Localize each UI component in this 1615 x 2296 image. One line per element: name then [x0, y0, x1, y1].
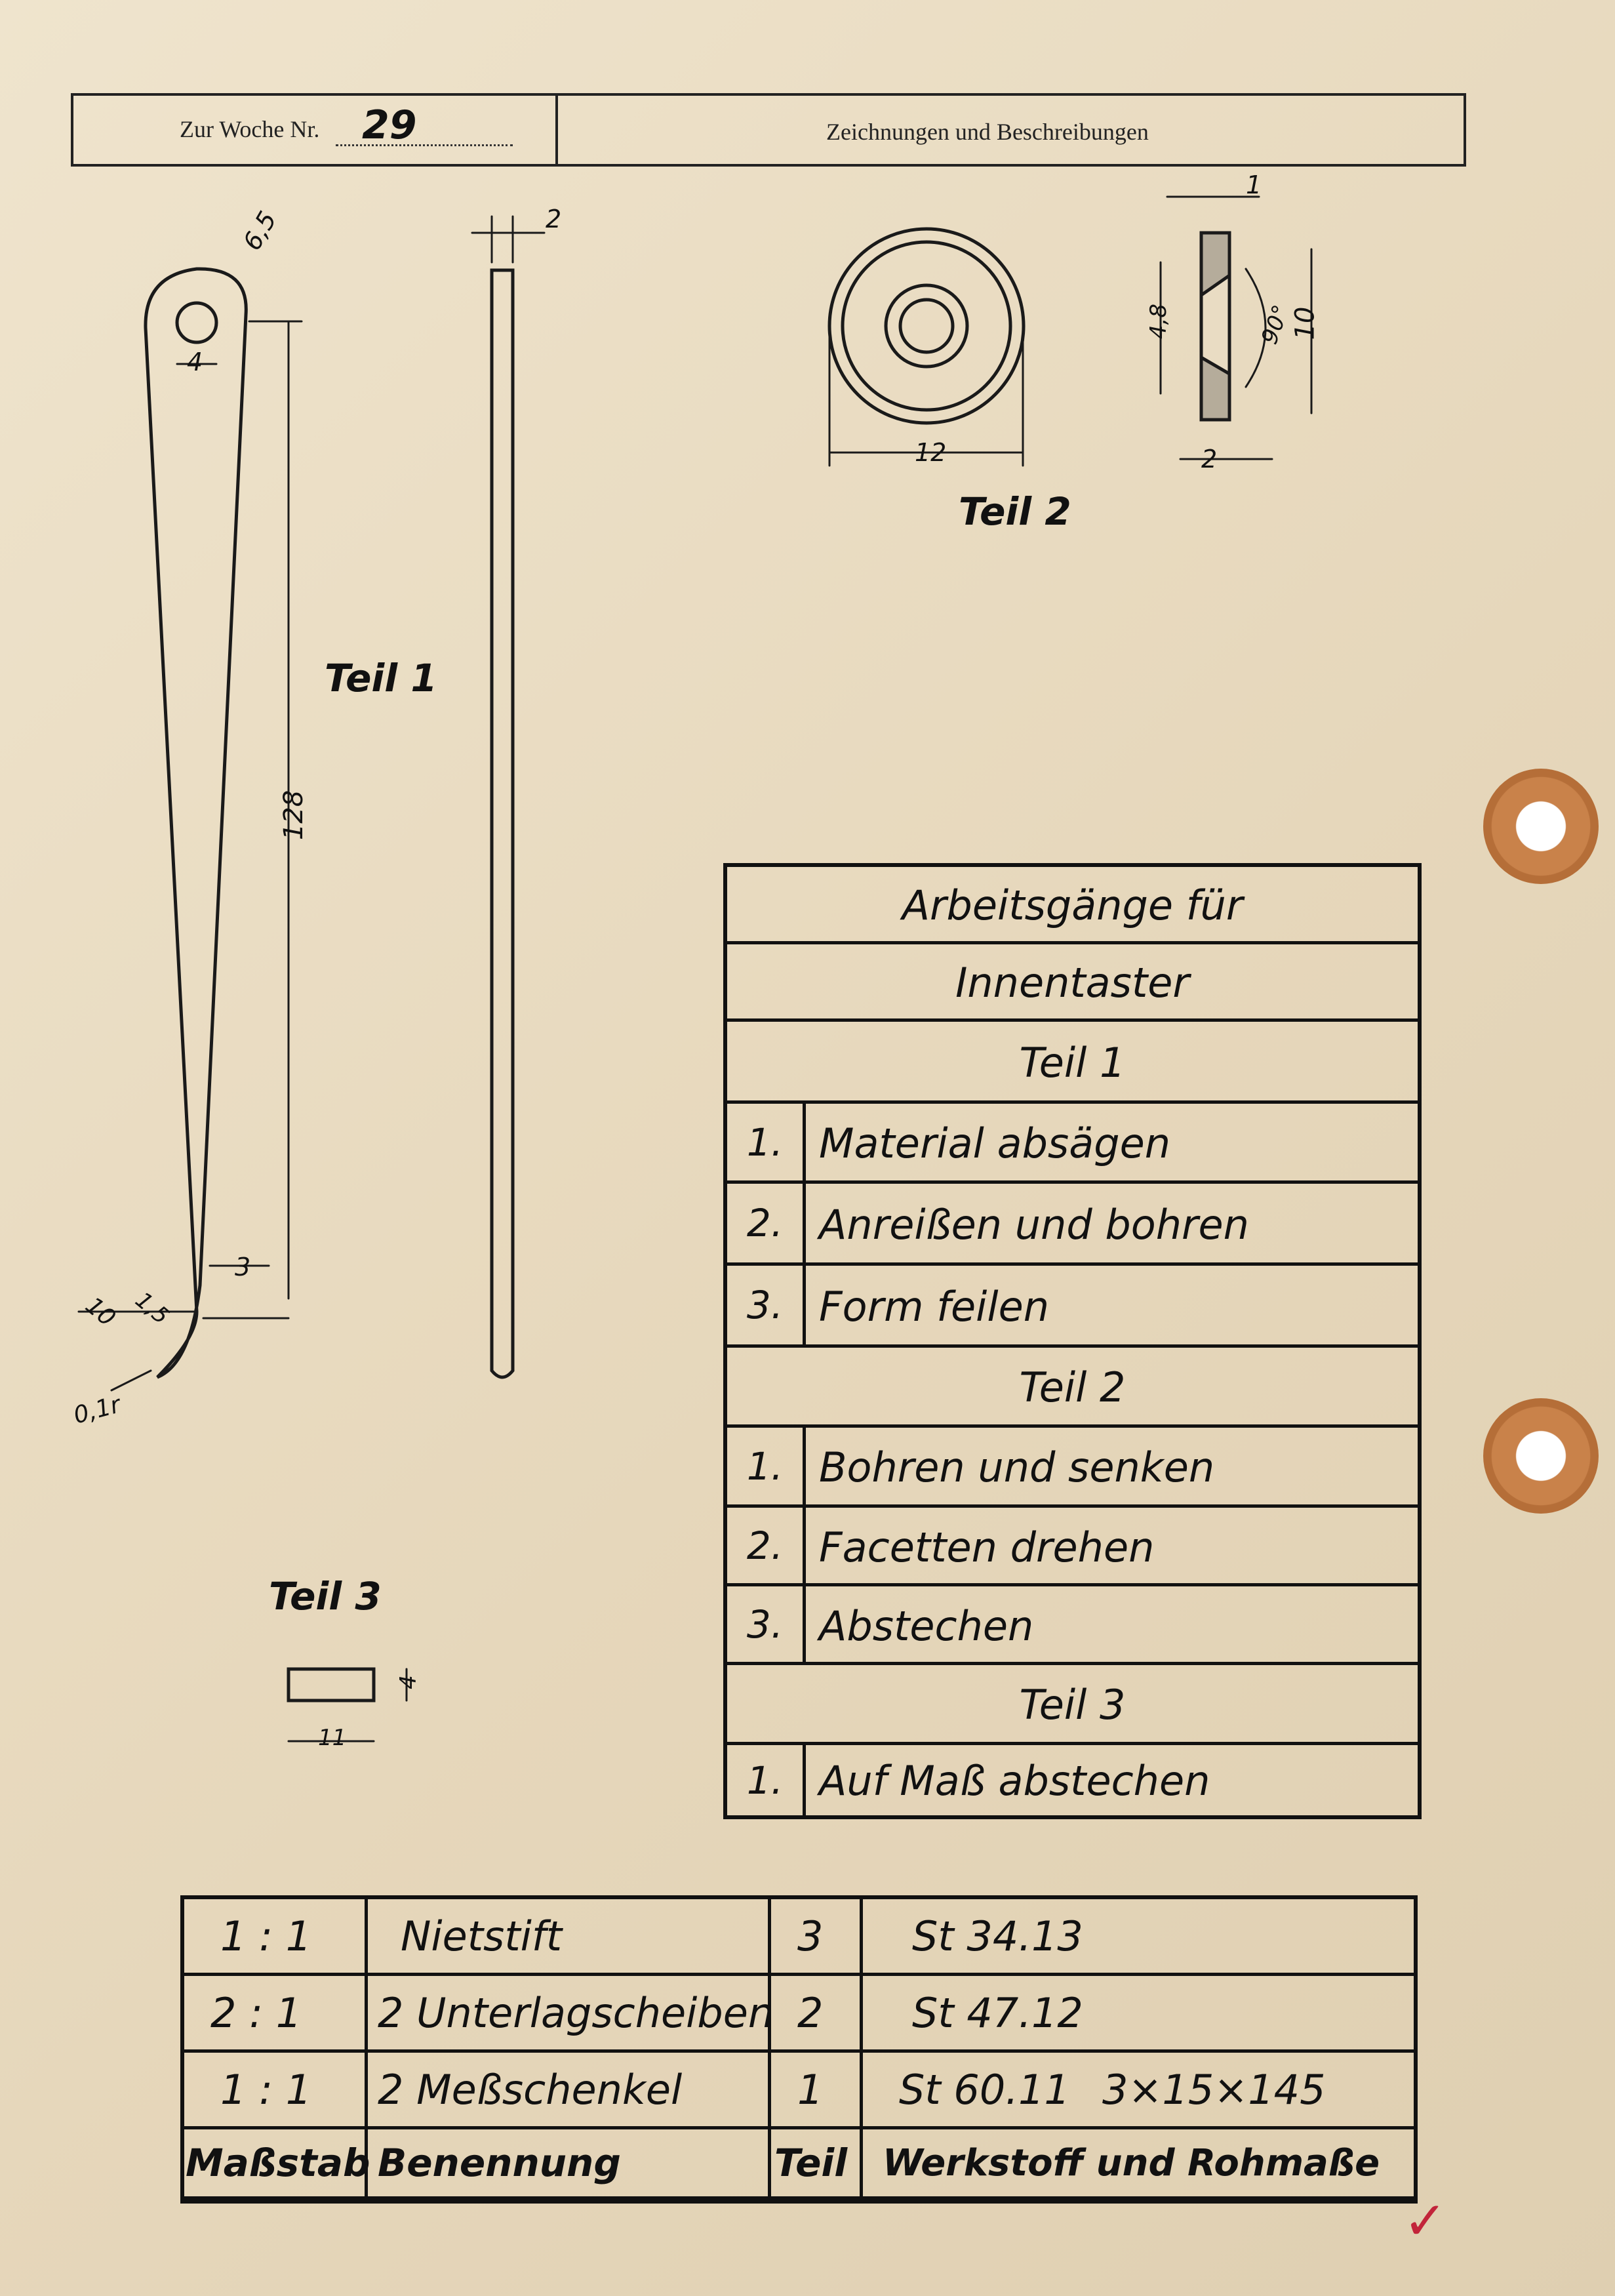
ops-step-text: Facetten drehen: [819, 1523, 1155, 1571]
dim-text-1: 1: [1246, 171, 1262, 199]
binder-grommet: [1483, 769, 1599, 884]
parts-scale: 1 : 1: [220, 1912, 312, 1960]
dim-text-2b: 2: [1201, 445, 1218, 473]
ops-title-row: Arbeitsgänge für: [727, 867, 1418, 944]
ops-step-text: Bohren und senken: [819, 1443, 1215, 1491]
parts-dims: 3×15×145: [1102, 2065, 1326, 2114]
parts-header-name: Benennung: [378, 2141, 621, 2185]
week-number: 29: [362, 102, 417, 148]
parts-teil: 3: [797, 1912, 824, 1960]
ops-step-text: Auf Maß abstechen: [819, 1757, 1210, 1805]
parts-name: 2 Unterlagscheiben: [378, 1988, 774, 2037]
parts-header-scale: Maßstab: [186, 2141, 370, 2185]
dim-text-4: 4: [187, 348, 203, 376]
ops-step-row: 3. Abstechen: [727, 1586, 1418, 1665]
parts-row: 2 : 1 2 Unterlagscheiben 2 St 47.12: [184, 1976, 1414, 2053]
parts-teil: 2: [797, 1988, 824, 2037]
dim-text-4b: 4: [395, 1675, 422, 1689]
ops-teil3-label: Teil 3: [1019, 1681, 1126, 1729]
sheet-title: Zeichnungen und Beschreibungen: [826, 119, 1149, 145]
parts-col-divider: [768, 1899, 771, 2200]
dim-line: [110, 1369, 152, 1392]
parts-row: 1 : 1 2 Meßschenkel 1 St 60.11 3×15×145: [184, 2053, 1414, 2129]
teil1-side-view: [490, 268, 515, 1379]
ops-step-number: 2.: [727, 1508, 806, 1583]
teil2-outer-ring: [827, 227, 1026, 425]
parts-material: St 60.11: [899, 2065, 1070, 2114]
parts-list-table: 1 : 1 Nietstift 3 St 34.13 2 : 1 2 Unter…: [180, 1895, 1418, 2204]
ops-teil2-label: Teil 2: [1019, 1363, 1126, 1411]
ops-step-text: Form feilen: [819, 1283, 1050, 1331]
ops-step-text: Material absägen: [819, 1119, 1171, 1167]
dim-text-2: 2: [546, 205, 562, 233]
dim-text-4-8: 4,8: [1146, 303, 1172, 340]
teil2-label: Teil 2: [959, 489, 1071, 534]
ops-step-number: 3.: [727, 1586, 806, 1662]
ops-step-row: 1. Material absägen: [727, 1104, 1418, 1184]
ops-section-teil1: Teil 1: [727, 1022, 1418, 1104]
teil3-label: Teil 3: [269, 1574, 382, 1619]
dim-text-10b: 10: [1290, 306, 1321, 340]
ops-step-number: 2.: [727, 1184, 806, 1262]
check-mark: ✓: [1403, 2190, 1448, 2251]
ops-title-1: Arbeitsgänge für: [902, 881, 1243, 929]
dim-arc: [1245, 268, 1267, 388]
ops-title-2: Innentaster: [955, 959, 1189, 1007]
parts-name: 2 Meßschenkel: [378, 2065, 683, 2114]
teil2-outer-ring-2: [841, 240, 1012, 412]
parts-col-divider: [365, 1899, 368, 2200]
teil2-inner-ring-2: [898, 298, 955, 354]
week-dots: [336, 144, 513, 146]
operations-table: Arbeitsgänge für Innentaster Teil 1 1. M…: [723, 863, 1422, 1819]
parts-header-teil: Teil: [774, 2141, 848, 2185]
dim-text-11: 11: [318, 1725, 347, 1751]
ops-step-number: 1.: [727, 1745, 806, 1815]
teil2-inner-ring: [884, 283, 969, 369]
ops-step-number: 1.: [727, 1104, 806, 1180]
parts-material: St 34.13: [912, 1912, 1083, 1960]
ops-step-row: 2. Facetten drehen: [727, 1508, 1418, 1586]
parts-header-row: Maßstab Benennung Teil Werkstoff und Roh…: [184, 2129, 1414, 2200]
ops-step-row: 1. Auf Maß abstechen: [727, 1745, 1418, 1815]
parts-row: 1 : 1 Nietstift 3 St 34.13: [184, 1899, 1414, 1976]
ops-step-row: 2. Anreißen und bohren: [727, 1184, 1418, 1266]
parts-col-divider: [860, 1899, 863, 2200]
ops-step-number: 1.: [727, 1428, 806, 1504]
parts-scale: 1 : 1: [220, 2065, 312, 2114]
teil3-rivet: [287, 1667, 376, 1702]
parts-scale: 2 : 1: [210, 1988, 302, 2037]
ops-step-number: 3.: [727, 1266, 806, 1344]
teil1-leg-outline: [144, 267, 248, 1379]
week-label: Zur Woche Nr.: [180, 116, 320, 142]
parts-material: St 47.12: [912, 1988, 1083, 2037]
sheet-header: Zur Woche Nr. 29 Zeichnungen und Beschre…: [71, 93, 1466, 167]
ops-step-text: Anreißen und bohren: [819, 1201, 1249, 1249]
header-divider: [555, 96, 558, 164]
binder-grommet: [1483, 1398, 1599, 1514]
ops-title-row-2: Innentaster: [727, 944, 1418, 1022]
teil2-countersink: [1199, 272, 1231, 377]
dim-text-128: 128: [279, 790, 309, 841]
teil1-label: Teil 1: [325, 656, 437, 700]
parts-teil: 1: [797, 2065, 824, 2114]
teil1-hole: [175, 301, 218, 344]
ops-step-text: Abstechen: [819, 1602, 1034, 1650]
dim-text-3: 3: [235, 1253, 251, 1281]
dim-text-12: 12: [915, 438, 947, 467]
ops-section-teil3: Teil 3: [727, 1665, 1418, 1745]
parts-name: Nietstift: [401, 1912, 563, 1960]
ops-step-row: 3. Form feilen: [727, 1266, 1418, 1348]
ops-step-row: 1. Bohren und senken: [727, 1428, 1418, 1508]
ops-section-teil2: Teil 2: [727, 1348, 1418, 1428]
ops-teil1-label: Teil 1: [1019, 1039, 1126, 1087]
parts-header-material: Werkstoff und Rohmaße: [883, 2141, 1380, 2185]
